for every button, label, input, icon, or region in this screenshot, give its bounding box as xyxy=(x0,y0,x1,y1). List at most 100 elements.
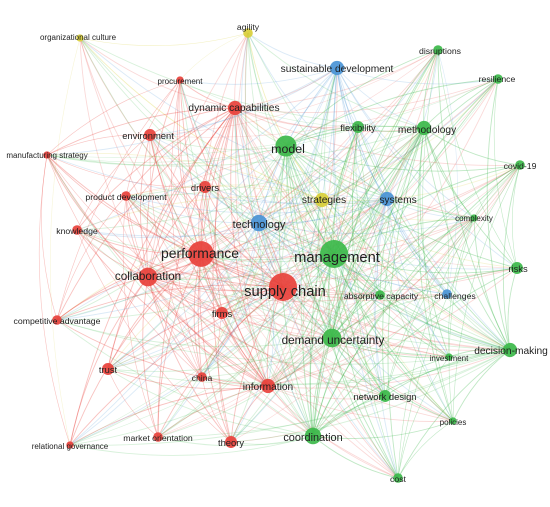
node-management[interactable] xyxy=(320,240,348,268)
node-product-development[interactable] xyxy=(121,191,131,201)
network-edge xyxy=(423,78,499,129)
node-technology[interactable] xyxy=(250,214,268,232)
network-edge xyxy=(355,126,381,296)
network-nodes xyxy=(43,28,525,483)
node-environment[interactable] xyxy=(144,129,156,141)
network-edge xyxy=(147,276,399,479)
node-complexity[interactable] xyxy=(470,214,478,222)
network-edge xyxy=(384,164,521,397)
network-edge xyxy=(171,79,203,378)
node-market-orientation[interactable] xyxy=(153,432,163,442)
node-resilience[interactable] xyxy=(493,74,503,84)
label-manufacturing-strategy: manufacturing strategy xyxy=(6,151,87,160)
network-edge xyxy=(379,294,511,351)
node-performance[interactable] xyxy=(188,241,214,267)
node-methodology[interactable] xyxy=(416,120,432,136)
network-edge xyxy=(56,107,236,321)
node-organizational-culture[interactable] xyxy=(76,34,84,42)
network-edge xyxy=(149,134,287,151)
network-edge xyxy=(267,385,399,479)
network-edge xyxy=(107,253,335,370)
network-edge xyxy=(333,253,518,274)
node-model[interactable] xyxy=(275,135,297,157)
network-edge xyxy=(147,145,287,278)
network-edge xyxy=(384,217,475,397)
label-disruptions: disruptions xyxy=(419,46,462,56)
node-theory[interactable] xyxy=(225,436,237,448)
network-edge xyxy=(452,164,521,422)
node-covid-19[interactable] xyxy=(515,160,525,170)
network-edge xyxy=(76,229,284,288)
node-manufacturing-strategy[interactable] xyxy=(43,151,51,159)
node-supply-chain[interactable] xyxy=(269,273,297,301)
node-absorptive-capacity[interactable] xyxy=(375,290,385,300)
label-competitive-advantage: competitive advantage xyxy=(14,316,101,326)
node-coordination[interactable] xyxy=(304,427,322,445)
network-edge xyxy=(200,253,335,263)
network-edge xyxy=(302,199,323,437)
network-edge xyxy=(230,349,511,443)
network-edge xyxy=(328,126,359,339)
network-edge xyxy=(386,198,454,422)
network-edge xyxy=(76,222,260,239)
node-china[interactable] xyxy=(197,372,207,382)
network-edge xyxy=(282,126,359,288)
network-edge xyxy=(147,267,518,296)
network-edge xyxy=(230,198,388,443)
node-disruptions[interactable] xyxy=(433,45,443,55)
network-edge xyxy=(282,286,450,358)
network-edge xyxy=(423,49,439,129)
node-risks[interactable] xyxy=(511,262,523,274)
network-edge xyxy=(258,217,475,234)
network-edge xyxy=(147,32,249,278)
network-edge xyxy=(79,37,511,351)
network-edge xyxy=(69,107,236,446)
network-edge xyxy=(234,107,284,288)
node-sustainable-development[interactable] xyxy=(329,60,345,76)
node-collaboration[interactable] xyxy=(138,267,158,287)
network-edge xyxy=(204,107,236,188)
node-demand-uncertainty[interactable] xyxy=(322,328,342,348)
node-agility[interactable] xyxy=(243,28,253,38)
network-edge xyxy=(157,253,202,438)
node-knowledge[interactable] xyxy=(72,225,82,235)
label-organizational-culture: organizational culture xyxy=(40,33,117,42)
network-edge xyxy=(147,126,359,278)
node-information[interactable] xyxy=(260,378,276,394)
label-flexibility: flexibility xyxy=(340,122,376,133)
network-edge xyxy=(357,126,388,200)
network-edge xyxy=(321,78,499,201)
network-edge xyxy=(69,198,388,446)
network-edge xyxy=(379,164,521,296)
node-trust[interactable] xyxy=(102,363,114,375)
node-cost[interactable] xyxy=(393,473,403,483)
network-edge xyxy=(331,337,511,356)
network-edge xyxy=(125,195,388,214)
node-decision-making[interactable] xyxy=(502,342,518,358)
network-edge xyxy=(397,217,475,479)
node-systems[interactable] xyxy=(379,191,395,207)
node-flexibility[interactable] xyxy=(352,121,364,133)
network-edge xyxy=(333,253,386,397)
network-edge xyxy=(200,253,314,437)
node-dynamic-capabilities[interactable] xyxy=(227,100,243,116)
node-procurement[interactable] xyxy=(176,76,184,84)
network-edge xyxy=(79,32,249,47)
node-policies[interactable] xyxy=(449,417,457,425)
network-edge xyxy=(46,107,236,156)
node-drivers[interactable] xyxy=(199,181,211,193)
node-strategies[interactable] xyxy=(314,192,330,208)
node-investment[interactable] xyxy=(445,353,453,361)
node-network-design[interactable] xyxy=(379,390,391,402)
network-edge xyxy=(285,145,381,296)
node-relational-governance[interactable] xyxy=(66,441,74,449)
node-competitive-advantage[interactable] xyxy=(52,315,62,325)
node-challenges[interactable] xyxy=(442,289,452,299)
network-edge xyxy=(423,127,475,219)
node-firms[interactable] xyxy=(216,307,228,319)
network-edge xyxy=(157,127,425,438)
network-edge xyxy=(493,78,518,269)
network-edge xyxy=(200,198,388,255)
label-performance: performance xyxy=(161,245,239,261)
network-edge xyxy=(149,134,260,224)
